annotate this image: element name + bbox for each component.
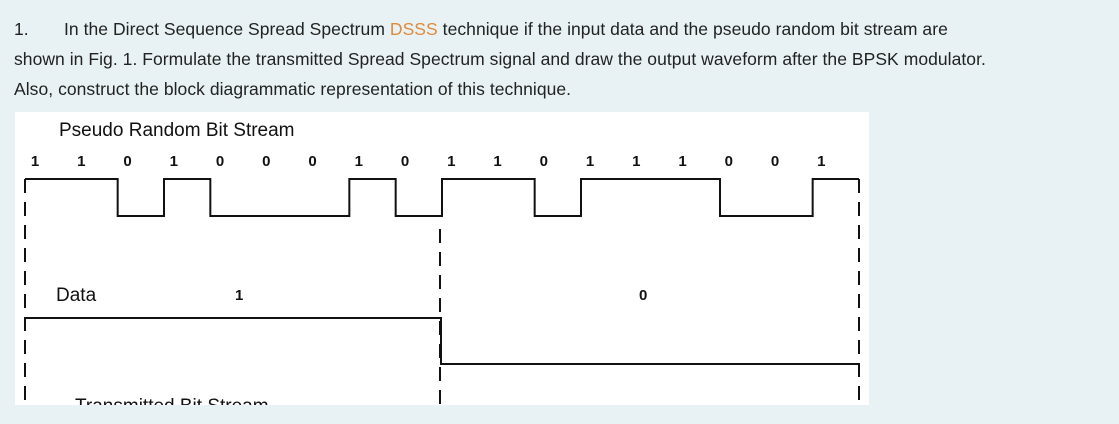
pn-bit-9: 1 [447, 153, 455, 170]
question-number: 1. [14, 19, 29, 39]
waveform-lines [24, 178, 860, 405]
bottom-partial-label: Transmitted Bit Stream [75, 396, 269, 405]
data-bit-0: 0 [639, 287, 647, 304]
data-bit-1: 1 [235, 287, 243, 304]
pn-bit-2: 0 [123, 153, 131, 170]
question-line-1: 1.In the Direct Sequence Spread Spectrum… [14, 14, 1118, 44]
pn-bit-12: 1 [586, 153, 594, 170]
data-waveform [25, 317, 859, 365]
pn-bit-4: 0 [216, 153, 224, 170]
pn-bit-11: 0 [540, 153, 548, 170]
pn-bit-14: 1 [678, 153, 686, 170]
pn-waveform [25, 178, 859, 217]
pn-bit-10: 1 [493, 153, 501, 170]
pn-bit-3: 1 [170, 153, 178, 170]
question-line-2: shown in Fig. 1. Formulate the transmitt… [14, 49, 986, 69]
pn-bit-17: 1 [817, 153, 825, 170]
pn-bit-15: 0 [725, 153, 733, 170]
pn-bit-16: 0 [771, 153, 779, 170]
pn-bit-7: 1 [355, 153, 363, 170]
pn-title: Pseudo Random Bit Stream [59, 120, 295, 141]
pn-bit-8: 0 [401, 153, 409, 170]
pn-bit-6: 0 [308, 153, 316, 170]
pn-bit-1: 1 [77, 153, 85, 170]
data-label: Data [56, 285, 97, 306]
question-line-3: Also, construct the block diagrammatic r… [14, 79, 572, 99]
pn-bit-13: 1 [632, 153, 640, 170]
dsss-highlight: DSSS [389, 19, 438, 39]
pn-bit-labels: 1 1 0 1 0 0 0 1 0 1 1 0 1 1 1 0 0 1 [31, 153, 826, 170]
question-text: 1.In the Direct Sequence Spread Spectrum… [14, 14, 1118, 104]
pn-bit-0: 1 [31, 153, 39, 170]
pn-bit-5: 0 [262, 153, 270, 170]
